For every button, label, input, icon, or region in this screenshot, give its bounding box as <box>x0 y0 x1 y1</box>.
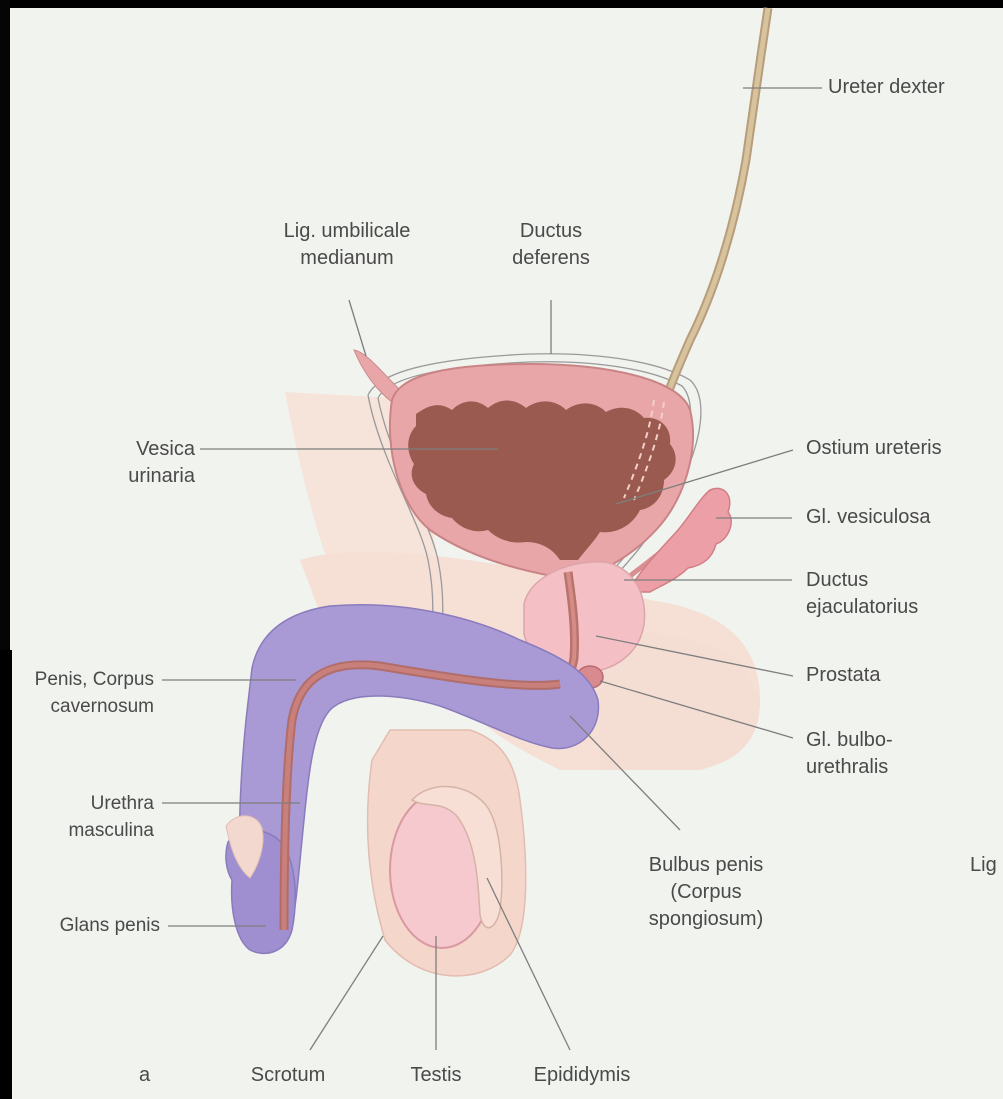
label-epididymis: Epididymis <box>534 1062 631 1089</box>
leader-line <box>310 936 383 1050</box>
label-ureter-dexter: Ureter dexter <box>828 74 945 101</box>
label-urethra-masculina: Urethra <box>91 790 154 817</box>
label-ductus-deferens: Ductus <box>520 218 582 245</box>
label-gl-bulbourethralis: urethralis <box>806 754 888 781</box>
label-scrotum: Scrotum <box>251 1062 325 1089</box>
label-gl-vesiculosa: Gl. vesiculosa <box>806 504 931 531</box>
label-bulbus-penis: (Corpus <box>670 879 741 906</box>
lig-umbilicale-shape <box>354 350 400 402</box>
label-prostata: Prostata <box>806 662 880 689</box>
label-lig-umbilicale: medianum <box>300 245 393 272</box>
label-gl-bulbourethralis: Gl. bulbo- <box>806 727 893 754</box>
label-testis: Testis <box>410 1062 461 1089</box>
label-ostium-ureteris: Ostium ureteris <box>806 435 942 462</box>
figure-letter: a <box>139 1062 150 1089</box>
ureter-shape <box>664 8 768 404</box>
label-cut-off: Lig <box>970 852 997 879</box>
label-bulbus-penis: Bulbus penis <box>649 852 764 879</box>
label-vesica-urinaria: Vesica <box>136 436 195 463</box>
label-bulbus-penis: spongiosum) <box>649 906 764 933</box>
label-glans-penis: Glans penis <box>60 912 160 939</box>
label-ductus-deferens: deferens <box>512 245 590 272</box>
label-lig-umbilicale: Lig. umbilicale <box>284 218 411 245</box>
label-ductus-ejaculatorius: ejaculatorius <box>806 594 918 621</box>
label-ductus-ejaculatorius: Ductus <box>806 567 868 594</box>
label-vesica-urinaria: urinaria <box>128 463 195 490</box>
label-urethra-masculina: masculina <box>68 817 154 844</box>
label-penis-corpus-cavernosum: Penis, Corpus <box>35 666 154 693</box>
label-penis-corpus-cavernosum: cavernosum <box>51 693 155 720</box>
leader-line <box>349 300 366 356</box>
